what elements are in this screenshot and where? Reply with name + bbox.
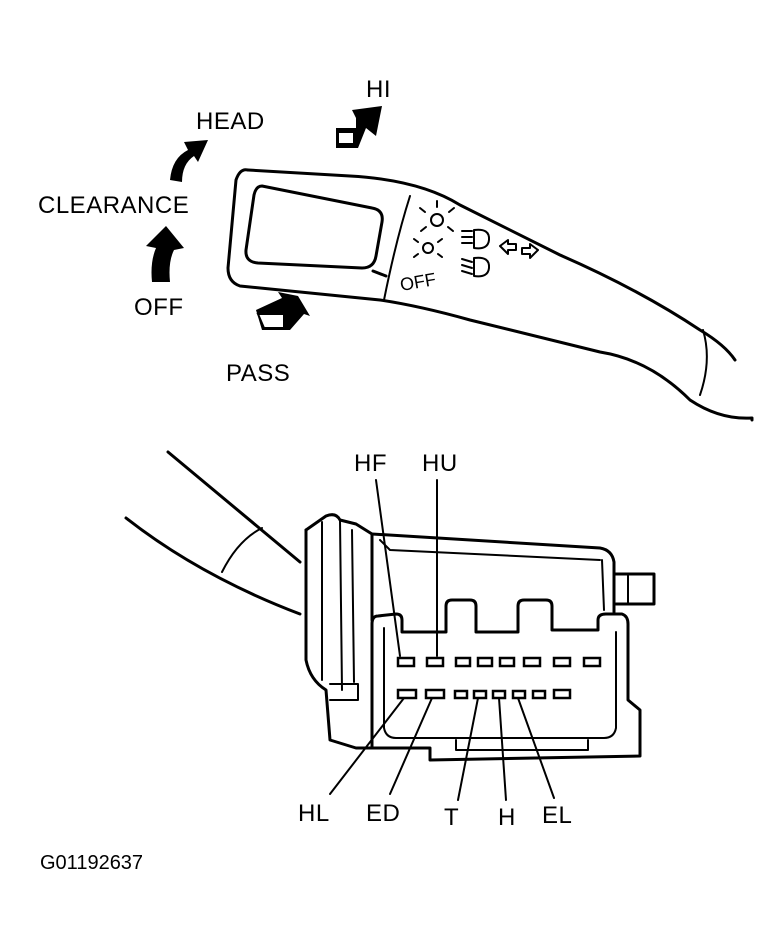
label-ed: ED [366, 800, 401, 827]
label-off: OFF [134, 294, 184, 321]
head-arrow-icon [170, 140, 208, 182]
clearance-arrow-icon [146, 226, 184, 282]
label-t: T [444, 804, 460, 831]
label-head: HEAD [196, 108, 265, 135]
label-el: EL [542, 802, 573, 829]
connector-drawing [124, 450, 656, 801]
label-h: H [498, 804, 516, 831]
label-hf: HF [354, 450, 387, 477]
label-clearance: CLEARANCE [38, 192, 190, 219]
label-pass: PASS [226, 360, 291, 387]
headlamp-symbols [413, 200, 539, 278]
label-hi: HI [366, 76, 391, 103]
switch-lever [146, 106, 754, 422]
label-hu: HU [422, 450, 458, 477]
label-hl: HL [298, 800, 330, 827]
figure-id: G01192637 [40, 852, 144, 874]
